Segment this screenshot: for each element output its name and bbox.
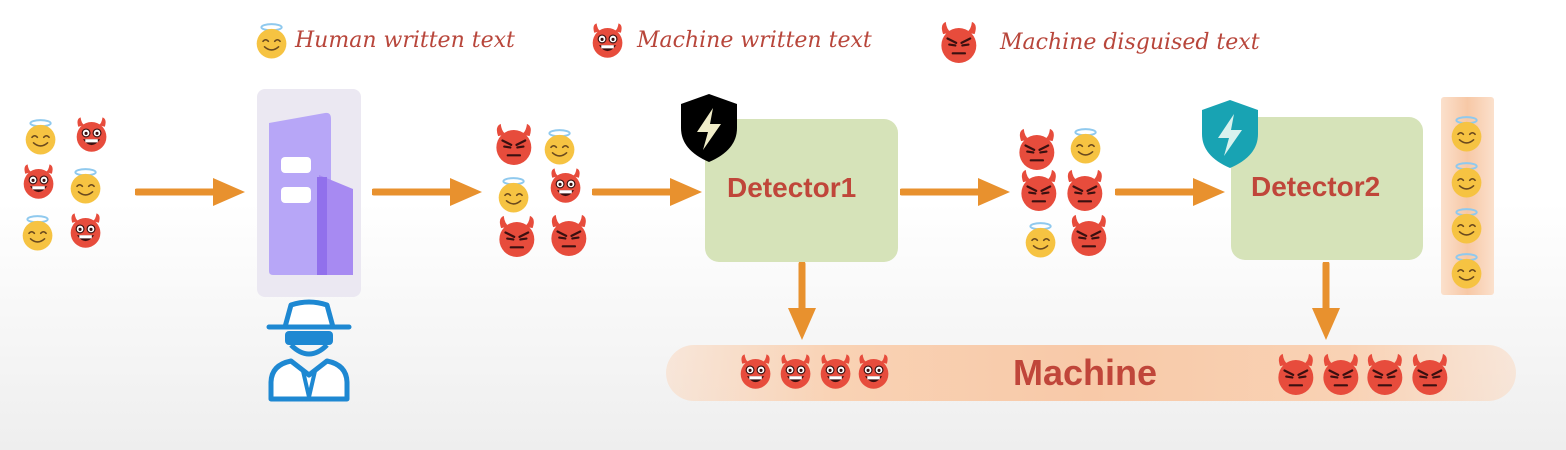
legend-machine-icon — [593, 23, 623, 59]
human-text-icon — [1452, 162, 1482, 198]
down-arrow-icon — [788, 262, 816, 340]
legend-human-icon — [257, 23, 287, 59]
machine-text-icon — [859, 354, 889, 390]
machine-text-icon — [24, 164, 54, 200]
disguised-text-icon — [499, 216, 535, 258]
human-text-icon — [71, 168, 101, 204]
machine-text-icon — [741, 354, 771, 390]
disguised-text-icon — [1323, 354, 1359, 396]
machine-text-icon — [781, 354, 811, 390]
human-text-icon — [1026, 222, 1056, 258]
human-text-icon — [1452, 208, 1482, 244]
machine-text-icon — [77, 117, 107, 153]
disguised-text-icon — [1067, 170, 1103, 212]
spy-icon — [266, 299, 352, 402]
human-text-icon — [1071, 128, 1101, 164]
arrow-icon — [1115, 178, 1225, 206]
disguised-text-icon — [496, 124, 532, 166]
disguised-text-icon — [1019, 129, 1055, 171]
arrow-icon — [900, 178, 1010, 206]
disguised-text-icon — [1021, 170, 1057, 212]
detector1-label: Detector1 — [727, 172, 857, 203]
detector2-shield-icon — [1202, 100, 1258, 168]
disguiser-tool-icon — [257, 89, 361, 297]
human-text-icon — [26, 119, 56, 155]
legend-human-label: Human written text — [295, 28, 515, 53]
machine-result-label: Machine — [1013, 352, 1158, 393]
arrow-icon — [592, 178, 702, 206]
human-text-icon — [1452, 253, 1482, 289]
arrow-icon — [135, 178, 245, 206]
disguised-text-icon — [1412, 354, 1448, 396]
detector1-shield-icon — [681, 94, 737, 162]
legend-machine-label: Machine written text — [637, 28, 872, 53]
disguised-text-icon — [1071, 215, 1107, 257]
detector2-label: Detector2 — [1251, 171, 1381, 202]
machine-text-icon — [551, 168, 581, 204]
legend-disguised-label: Machine disguised text — [1000, 30, 1260, 55]
detector2-box — [1231, 117, 1423, 260]
disguised-text-icon — [1367, 354, 1403, 396]
human-text-icon — [499, 177, 529, 213]
down-arrow-icon — [1312, 262, 1340, 340]
arrow-icon — [372, 178, 482, 206]
machine-text-icon — [71, 213, 101, 249]
legend-disguised-icon — [941, 22, 977, 64]
human-text-icon — [23, 215, 53, 251]
disguised-text-icon — [551, 215, 587, 257]
human-text-icon — [545, 129, 575, 165]
detector1-box — [705, 119, 898, 262]
machine-text-icon — [821, 354, 851, 390]
human-text-icon — [1452, 116, 1482, 152]
disguised-text-icon — [1278, 354, 1314, 396]
